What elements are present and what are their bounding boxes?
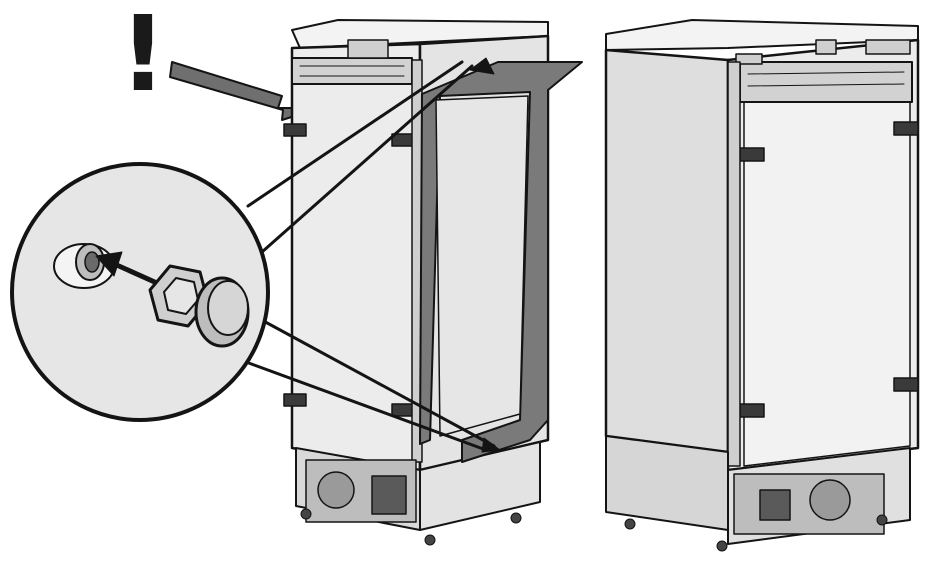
magnifier-callout — [10, 162, 270, 422]
warning-exclamation-icon: ! — [119, 0, 167, 115]
mounting-clip-icon — [893, 121, 919, 136]
plug-cap-icon — [148, 264, 250, 348]
mounting-clip-icon — [283, 123, 307, 137]
mounting-clip-icon — [283, 393, 307, 407]
callout-lines — [244, 60, 496, 452]
door-seal-strip — [419, 61, 583, 463]
mounting-clip-icon — [893, 377, 919, 392]
mounting-clip-icon — [391, 403, 415, 417]
right-cabinet — [604, 19, 920, 552]
mounting-clip-icon — [739, 147, 765, 162]
attach-arrow-icon — [469, 57, 495, 75]
mounting-clip-icon — [739, 403, 765, 418]
attach-arrow-icon — [481, 437, 501, 453]
